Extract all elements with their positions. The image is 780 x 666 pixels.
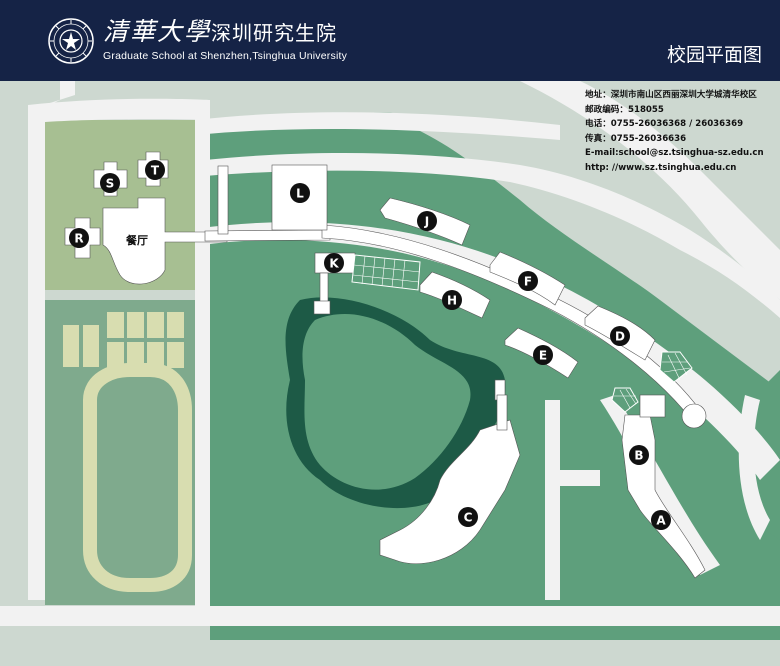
postcode-value: 518055 <box>627 104 664 115</box>
marker-e[interactable]: E <box>533 345 553 365</box>
tsinghua-seal-icon <box>48 18 94 64</box>
map-title: 校园平面图 <box>666 44 762 66</box>
web-label: http: // <box>585 162 619 173</box>
postcode-line: 邮政编码：518055 <box>585 103 764 118</box>
marker-j[interactable]: J <box>417 211 437 231</box>
school-name-main: 清華大學 <box>103 17 212 46</box>
phone-line: 电话：0755-26036368 / 26036369 <box>585 117 764 132</box>
marker-h[interactable]: H <box>442 290 462 310</box>
address-line: 地址：深圳市南山区西丽深圳大学城清华校区 <box>585 88 764 103</box>
marker-s[interactable]: S <box>100 173 120 193</box>
svg-text:E: E <box>539 349 547 363</box>
marker-f[interactable]: F <box>518 271 538 291</box>
email-value[interactable]: school@sz.tsinghua-sz.edu.cn <box>618 148 764 158</box>
school-name-sub: 深圳研究生院 <box>211 21 338 45</box>
svg-text:H: H <box>447 294 457 308</box>
svg-text:L: L <box>296 187 304 201</box>
marker-l[interactable]: L <box>290 183 310 203</box>
school-name-en: Graduate School at Shenzhen,Tsinghua Uni… <box>103 50 348 62</box>
svg-text:K: K <box>329 257 339 271</box>
postcode-label: 邮政编码： <box>585 104 628 115</box>
marker-a[interactable]: A <box>651 510 671 530</box>
svg-text:A: A <box>656 514 666 528</box>
svg-text:B: B <box>634 449 643 463</box>
sports-courts <box>63 312 184 368</box>
svg-text:J: J <box>424 215 429 229</box>
fax-value: 0755-26036636 <box>610 133 687 144</box>
school-name-cn: 清華大學深圳研究生院 <box>103 12 337 48</box>
web-line: http: // www.sz.tsinghua.edu.cn <box>585 161 764 176</box>
header-bar: 清華大學深圳研究生院 Graduate School at Shenzhen,T… <box>0 0 780 81</box>
contact-info: 地址：深圳市南山区西丽深圳大学城清华校区 邮政编码：518055 电话：0755… <box>585 88 764 175</box>
marker-t[interactable]: T <box>145 160 165 180</box>
phone-label: 电话： <box>585 119 611 129</box>
marker-r[interactable]: R <box>69 228 89 248</box>
marker-k[interactable]: K <box>324 253 344 273</box>
campus-map: S T R L K J H F E D C B A 餐厅 <box>0 81 780 666</box>
svg-text:F: F <box>524 275 532 289</box>
building-markers: S T R L K J H F E D C B A <box>69 160 671 530</box>
lake-island <box>302 314 471 490</box>
address-label: 地址： <box>585 90 611 100</box>
email-line: E-mail: school@sz.tsinghua-sz.edu.cn <box>585 146 764 161</box>
marker-d[interactable]: D <box>610 326 630 346</box>
svg-text:R: R <box>74 232 83 246</box>
email-label: E-mail: <box>585 148 619 158</box>
address-value: 深圳市南山区西丽深圳大学城清华校区 <box>610 90 757 100</box>
running-track <box>83 363 192 592</box>
phone-value: 0755-26036368 / 26036369 <box>610 119 744 129</box>
fax-line: 传真：0755-26036636 <box>585 132 764 147</box>
svg-text:C: C <box>464 511 473 525</box>
svg-text:D: D <box>615 330 625 344</box>
marker-c[interactable]: C <box>458 507 478 527</box>
canteen-label: 餐厅 <box>125 233 148 247</box>
fax-label: 传真： <box>585 133 611 144</box>
svg-text:S: S <box>106 177 115 191</box>
web-value[interactable]: www.sz.tsinghua.edu.cn <box>618 162 737 173</box>
marker-b[interactable]: B <box>629 445 649 465</box>
svg-text:T: T <box>151 164 160 178</box>
